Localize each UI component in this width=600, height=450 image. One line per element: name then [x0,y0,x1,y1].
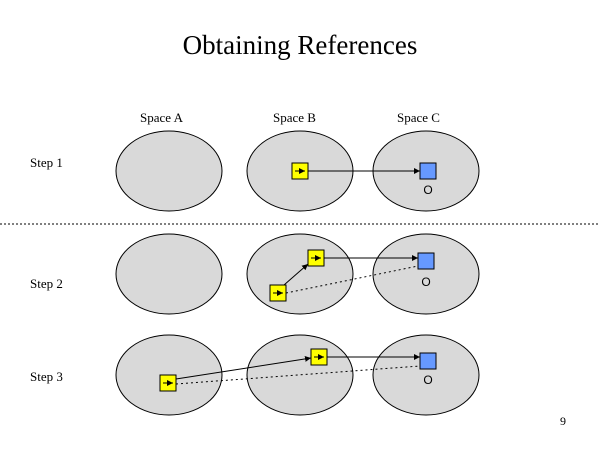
object-box-c-step-1 [419,162,437,180]
space-c-step-2 [372,233,480,315]
slide-title: Obtaining References [182,30,418,60]
row-label-step-2: Step 2 [30,276,63,291]
step-1-diagram: O [291,162,437,197]
space-a-step-1 [115,130,223,212]
space-c-step-3 [372,334,480,416]
object-box-c-step-2 [417,252,435,270]
object-label-step-2: O [421,275,430,289]
column-label-space-a: Space A [140,110,183,125]
page-number: 9 [560,414,566,428]
step-3-diagram: O [159,348,437,392]
object-label-step-1: O [423,183,432,197]
space-b-step-2 [246,233,354,315]
reference-arrow-a-to-b-step-3 [175,355,312,380]
row-label-step-1: Step 1 [30,155,63,170]
column-label-space-b: Space B [273,110,316,125]
space-a-step-2 [115,233,223,315]
step-2-diagram: O [269,249,435,302]
row-label-step-3: Step 3 [30,369,63,384]
object-label-step-3: O [423,373,432,387]
dotted-link-step-3 [175,365,421,385]
object-box-c-step-3 [419,352,437,370]
reference-arrow-lower-to-upper-step-2 [283,263,309,286]
space-b-step-3 [246,334,354,416]
column-label-space-c: Space C [397,110,440,125]
